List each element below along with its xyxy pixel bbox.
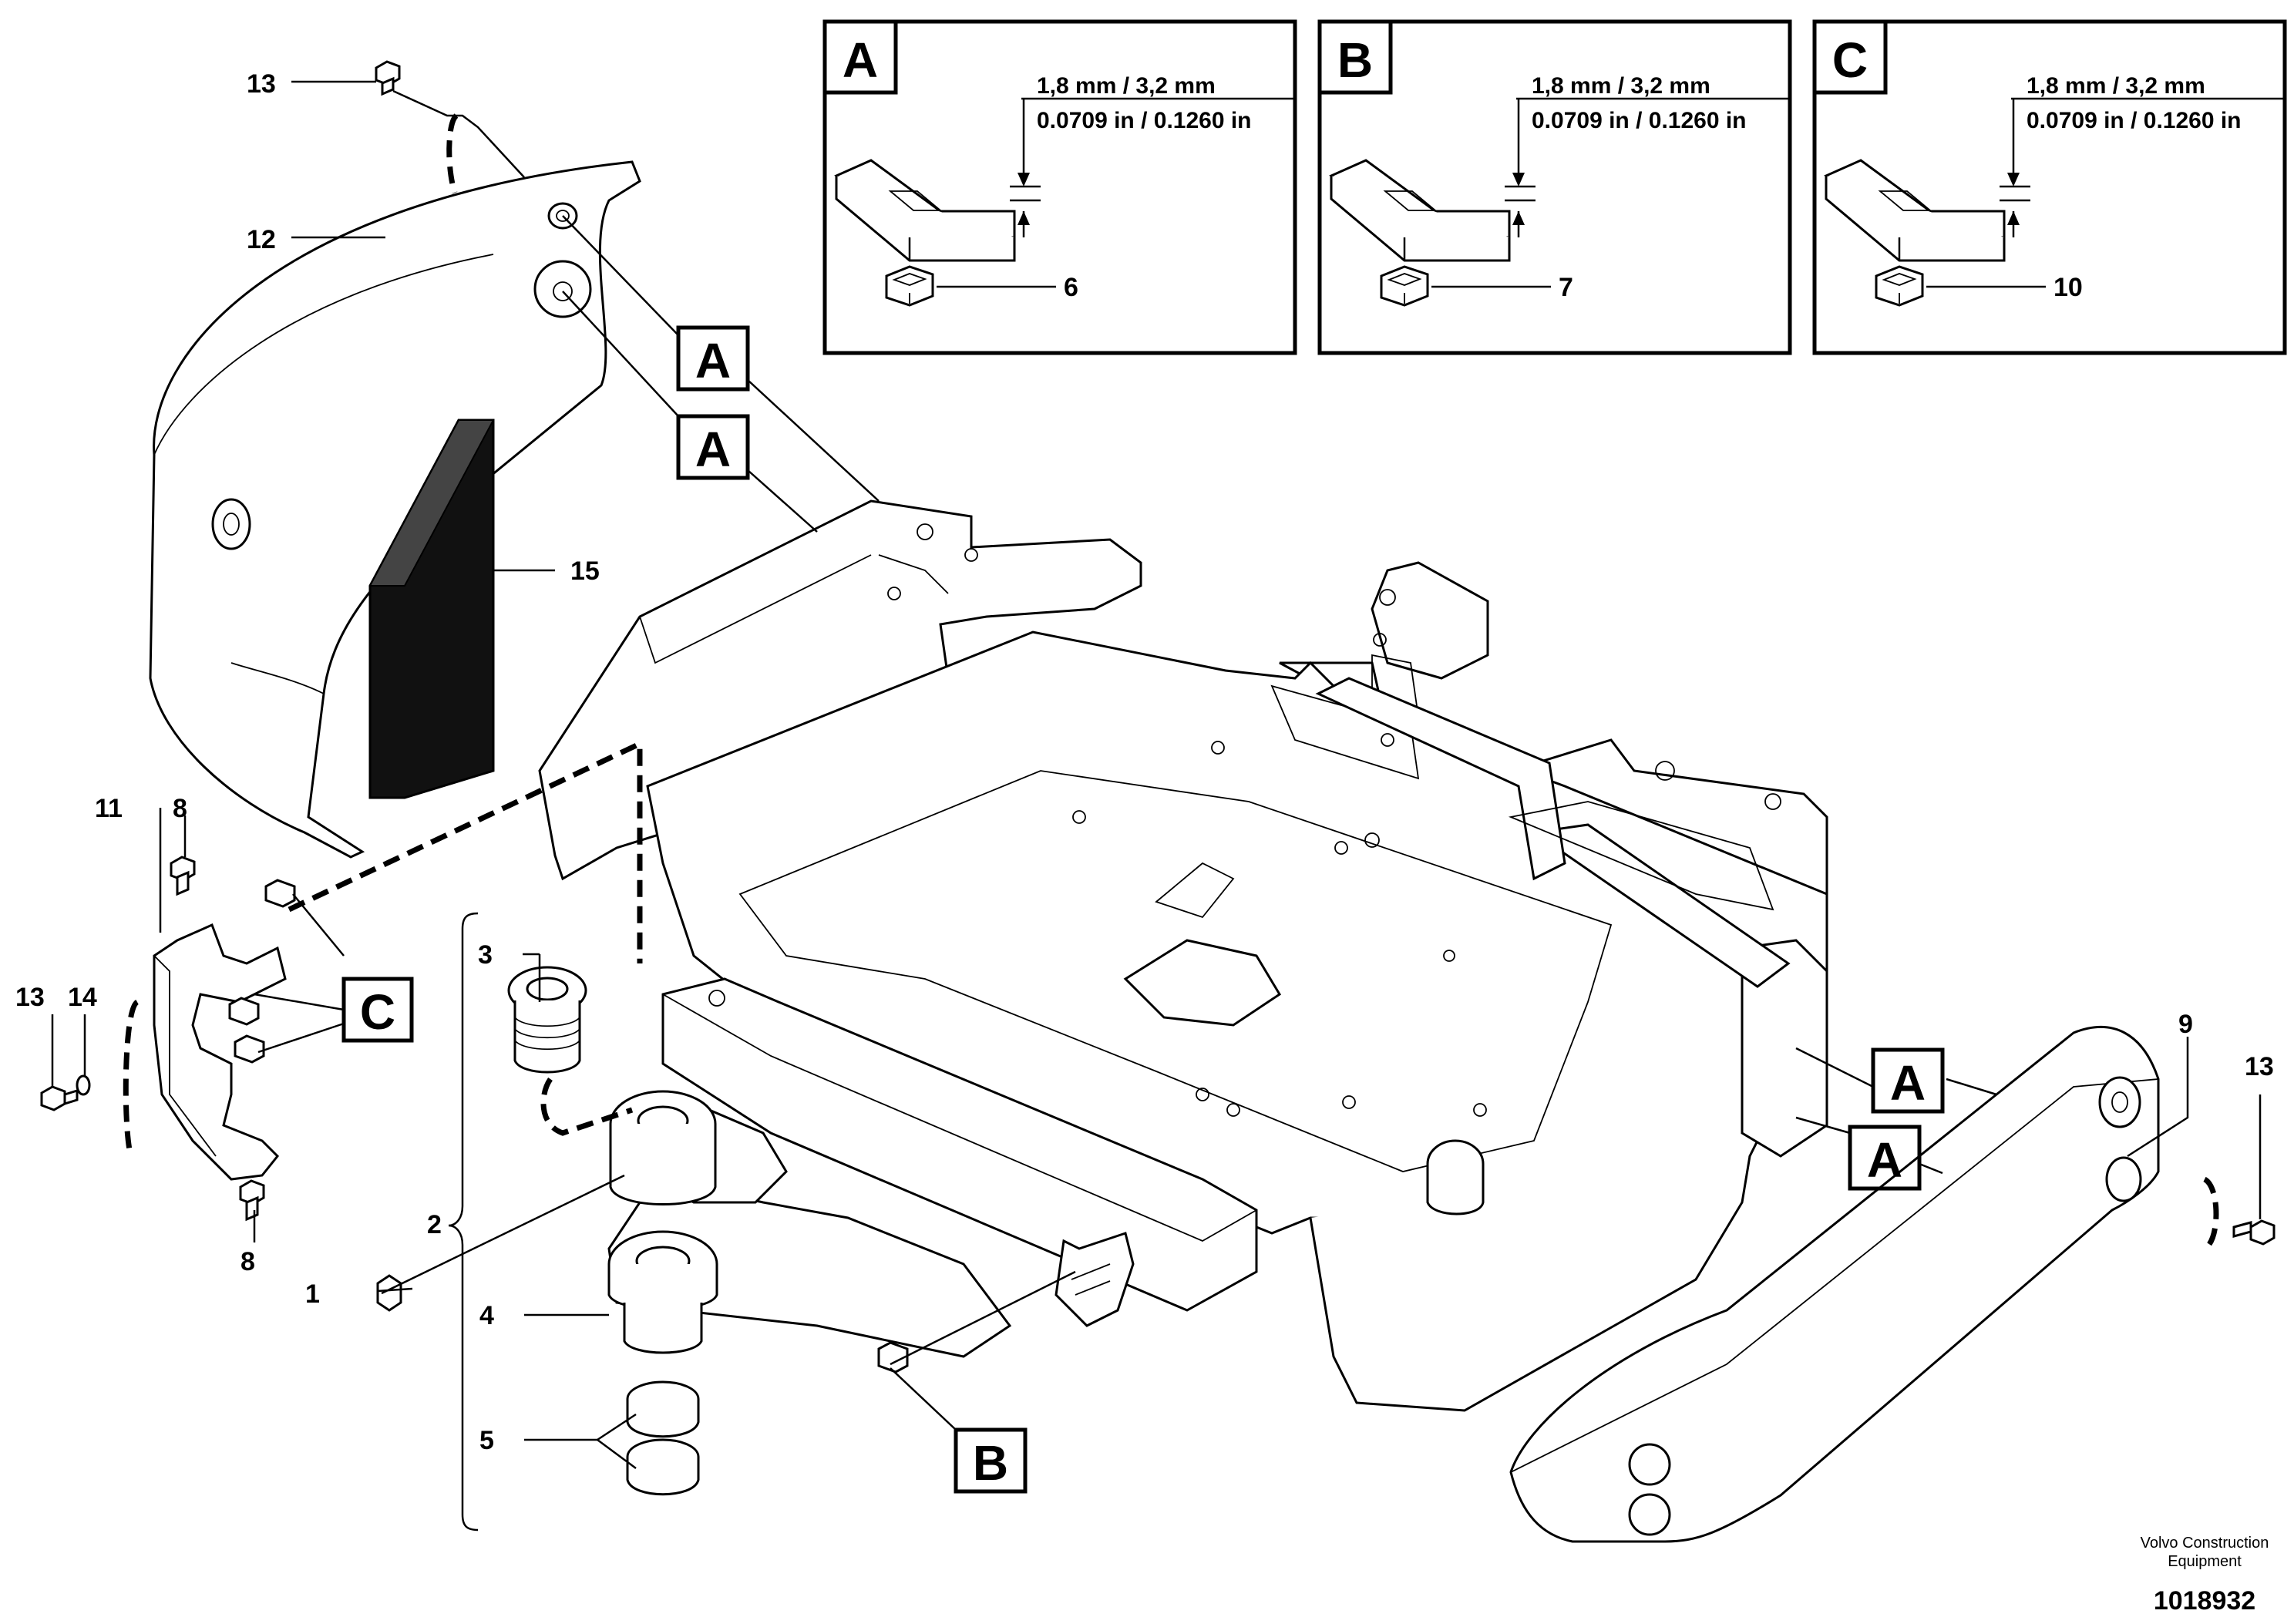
dashed-path-bracket-to-frame bbox=[288, 739, 643, 963]
label-part-5: 5 bbox=[479, 1426, 494, 1455]
swing-pin-boss bbox=[607, 1090, 718, 1354]
document-number: 1018932 bbox=[2154, 1586, 2255, 1616]
label-part-9: 9 bbox=[2178, 1010, 2193, 1039]
dashed-path-bolt-13-right bbox=[2202, 1176, 2219, 1252]
label-part-8-top: 8 bbox=[173, 794, 187, 823]
label-part-12: 12 bbox=[247, 225, 276, 254]
svg-text:A: A bbox=[695, 422, 731, 477]
label-part-13-top: 13 bbox=[247, 69, 276, 99]
svg-text:A: A bbox=[695, 333, 731, 388]
label-part-13-left: 13 bbox=[15, 983, 45, 1012]
label-part-15: 15 bbox=[570, 556, 600, 586]
detail-box-c-dim-mm: 1,8 mm / 3,2 mm bbox=[2027, 73, 2205, 99]
brace-group-2 bbox=[448, 912, 479, 1532]
callout-c-1: C bbox=[341, 977, 414, 1043]
label-part-14: 14 bbox=[68, 983, 97, 1012]
callout-b-1: B bbox=[954, 1427, 1028, 1494]
detail-box-c-clip-nut-icon bbox=[1875, 265, 1924, 307]
label-part-4: 4 bbox=[479, 1301, 494, 1330]
credit-line-2: Equipment bbox=[2168, 1553, 2242, 1570]
side-counterweight-9 bbox=[1509, 1026, 2160, 1543]
detail-box-b-plate-drawing bbox=[1329, 159, 1511, 262]
svg-text:B: B bbox=[973, 1435, 1008, 1491]
detail-box-a-dim-in: 0.0709 in / 0.1260 in bbox=[1037, 108, 1252, 133]
callout-a-2: A bbox=[676, 414, 750, 480]
label-part-11: 11 bbox=[95, 794, 123, 823]
bolt-13-right-icon bbox=[2232, 1219, 2276, 1246]
clip-nut-b-icon bbox=[877, 1341, 909, 1374]
washer-14-icon bbox=[76, 1074, 91, 1096]
detail-box-b-part-number: 7 bbox=[1559, 273, 1573, 302]
dashed-path-bushing-3 bbox=[540, 1077, 634, 1136]
rings-5 bbox=[626, 1380, 700, 1496]
detail-box-b-letter: B bbox=[1337, 32, 1373, 88]
foam-pad-15 bbox=[368, 419, 495, 799]
detail-box-c: C 1,8 mm / 3,2 mm 0.0709 in / 0.1260 in … bbox=[1812, 19, 2287, 355]
bushing-3 bbox=[507, 966, 587, 1074]
bolt-13-left-icon bbox=[40, 1085, 79, 1111]
detail-box-b: B 1,8 mm / 3,2 mm 0.0709 in / 0.1260 in … bbox=[1317, 19, 1792, 355]
detail-box-a-part-number: 6 bbox=[1064, 273, 1078, 302]
main-frame bbox=[538, 499, 1828, 1412]
detail-box-b-dim-in: 0.0709 in / 0.1260 in bbox=[1532, 108, 1747, 133]
detail-box-c-letter: C bbox=[1832, 32, 1868, 88]
detail-box-a-plate-drawing bbox=[834, 159, 1016, 262]
detail-box-c-plate-drawing bbox=[1824, 159, 2006, 262]
label-part-8-bottom: 8 bbox=[240, 1247, 255, 1276]
svg-text:A: A bbox=[1890, 1055, 1926, 1111]
detail-box-b-clip-nut-icon bbox=[1380, 265, 1429, 307]
label-part-3: 3 bbox=[478, 940, 493, 970]
detail-box-b-dim-mm: 1,8 mm / 3,2 mm bbox=[1532, 73, 1710, 99]
callout-a-3: A bbox=[1871, 1047, 1945, 1114]
detail-box-a: A 1,8 mm / 3,2 mm 0.0709 in / 0.1260 in … bbox=[822, 19, 1297, 355]
leader-lines bbox=[51, 80, 2262, 1470]
label-part-13-right: 13 bbox=[2245, 1052, 2274, 1081]
dashed-path-bolt-13-left bbox=[123, 999, 140, 1158]
detail-box-a-letter: A bbox=[843, 32, 878, 88]
detail-box-a-dim-mm: 1,8 mm / 3,2 mm bbox=[1037, 73, 1216, 99]
svg-text:A: A bbox=[1867, 1132, 1902, 1188]
dashed-path-bolt-13-top bbox=[446, 113, 459, 194]
detail-box-a-clip-nut-icon bbox=[885, 265, 934, 307]
label-part-2: 2 bbox=[427, 1210, 442, 1239]
grease-nipple-1 bbox=[376, 1274, 402, 1312]
detail-box-c-dim-in: 0.0709 in / 0.1260 in bbox=[2027, 108, 2242, 133]
bolt-13-top-icon bbox=[375, 60, 401, 96]
bolt-8-top-icon bbox=[170, 856, 196, 896]
callout-a-1: A bbox=[676, 325, 750, 392]
bracket-11 bbox=[153, 879, 296, 1181]
counterweight-12 bbox=[149, 160, 641, 859]
bolt-8-bottom-icon bbox=[239, 1179, 265, 1222]
callout-a-4: A bbox=[1848, 1125, 1922, 1191]
credit-line-1: Volvo Construction bbox=[2141, 1535, 2269, 1552]
label-part-1: 1 bbox=[305, 1279, 320, 1309]
svg-text:C: C bbox=[360, 984, 395, 1040]
detail-box-c-part-number: 10 bbox=[2054, 273, 2083, 302]
